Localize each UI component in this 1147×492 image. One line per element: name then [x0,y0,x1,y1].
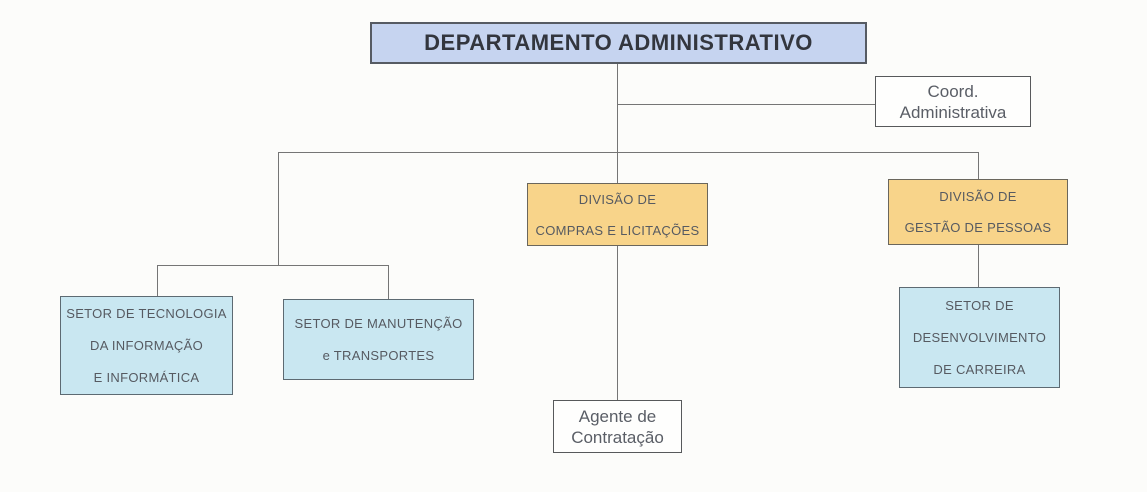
node-agente-contratacao: Agente de Contratação [553,400,682,453]
node-label: Contratação [571,427,664,447]
node-label: Coord. [927,81,979,101]
node-setor-desenvolvimento-carreira: SETOR DE DESENVOLVIMENTO DE CARREIRA [899,287,1060,388]
node-label: SETOR DE MANUTENÇÃO [294,315,463,331]
node-label: SETOR DE [945,297,1014,313]
connector-compras-to-agente [617,246,618,400]
node-label: E INFORMÁTICA [93,369,200,385]
connector-root-stem [617,64,618,183]
connector-to-divisao-gestao [978,152,979,179]
node-label: Agente de [578,406,657,426]
connector-gestao-to-desenvolvimento [978,245,979,287]
node-label: COMPRAS E LICITAÇÕES [535,222,700,238]
node-label: DIVISÃO DE [939,189,1017,204]
connector-left-splitter [157,265,388,266]
node-label: DIVISÃO DE [578,191,657,207]
connector-left-drop [278,152,279,265]
node-label: DESENVOLVIMENTO [912,329,1047,345]
node-label: DA INFORMAÇÃO [90,337,203,353]
node-setor-tecnologia-informatica: SETOR DE TECNOLOGIA DA INFORMAÇÃO E INFO… [60,296,233,395]
node-departamento-administrativo: DEPARTAMENTO ADMINISTRATIVO [370,22,867,64]
node-label: SETOR DE TECNOLOGIA [66,305,227,321]
node-label: DE CARREIRA [933,361,1026,377]
node-label: DEPARTAMENTO ADMINISTRATIVO [424,30,813,55]
connector-main-horizontal [278,152,978,153]
node-coord-administrativa: Coord. Administrativa [875,76,1031,127]
node-label: e TRANSPORTES [322,347,435,363]
connector-to-coord [617,104,875,105]
node-divisao-gestao-pessoas: DIVISÃO DE GESTÃO DE PESSOAS [888,179,1068,245]
node-divisao-compras-licitacoes: DIVISÃO DE COMPRAS E LICITAÇÕES [527,183,708,246]
connector-to-setor-tecnologia [157,265,158,296]
connector-to-setor-manutencao [388,265,389,299]
node-setor-manutencao-transportes: SETOR DE MANUTENÇÃO e TRANSPORTES [283,299,474,380]
node-label: GESTÃO DE PESSOAS [904,220,1052,235]
node-label: Administrativa [899,102,1007,122]
